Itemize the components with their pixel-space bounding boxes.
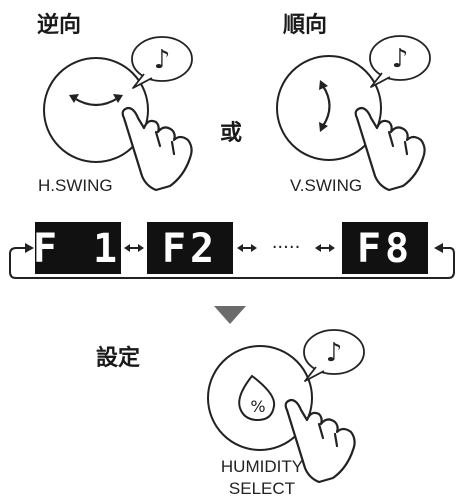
beep-bubble-icon: ♪ [369, 35, 431, 88]
reverse-direction-label: 逆向 [37, 12, 81, 38]
display-code-f8: F8 [342, 222, 428, 274]
ellipsis-dots: ····· [272, 237, 301, 258]
v-swing-label: V.SWING [290, 176, 362, 195]
double-arrow-icon [315, 244, 335, 252]
h-swing-button[interactable] [43, 57, 149, 163]
display-code-text: F2 [162, 226, 218, 272]
beep-bubble-icon: ♪ [131, 36, 193, 89]
display-panel [147, 222, 233, 274]
cycle-loop-line [9, 247, 455, 279]
vertical-swing-icon [319, 80, 331, 132]
display-code-text: F8 [357, 226, 413, 272]
pressing-hand-icon [354, 106, 426, 192]
pressing-hand-icon [121, 106, 193, 192]
forward-direction-label: 順向 [283, 12, 327, 38]
arrow-left-icon [434, 243, 443, 253]
music-note-icon: ♪ [326, 338, 343, 368]
display-code-f1: F 1 [33, 222, 123, 274]
h-swing-button-group[interactable]: ♪ H.SWING [38, 36, 193, 195]
double-arrow-icon [237, 244, 257, 252]
humidity-select-button[interactable] [207, 345, 313, 451]
or-label: 或 [220, 120, 242, 146]
humidity-select-button-group[interactable]: % ♪ HUMIDITY SELECT [207, 329, 365, 498]
display-panel [342, 222, 428, 274]
down-arrow-icon [214, 306, 246, 324]
double-arrow-icon [124, 244, 144, 252]
humidity-drop-icon: % [238, 374, 276, 422]
h-swing-label: H.SWING [38, 176, 113, 195]
display-code-text: F 1 [33, 226, 123, 272]
percent-symbol: % [250, 397, 265, 416]
horizontal-swing-icon [69, 94, 123, 107]
display-panel [35, 222, 121, 274]
display-code-cycle: F 1 F2 ····· F8 [9, 222, 455, 279]
set-label: 設定 [96, 345, 140, 371]
music-note-icon: ♪ [154, 45, 171, 75]
beep-bubble-icon: ♪ [303, 329, 365, 382]
v-swing-button-group[interactable]: ♪ V.SWING [276, 35, 431, 195]
pressing-hand-icon [284, 398, 356, 484]
humidity-label-line2: SELECT [229, 479, 295, 498]
humidity-label-line1: HUMIDITY [221, 457, 303, 476]
arrow-right-icon [25, 243, 34, 253]
music-note-icon: ♪ [392, 44, 409, 74]
display-code-f2: F2 [147, 222, 233, 274]
